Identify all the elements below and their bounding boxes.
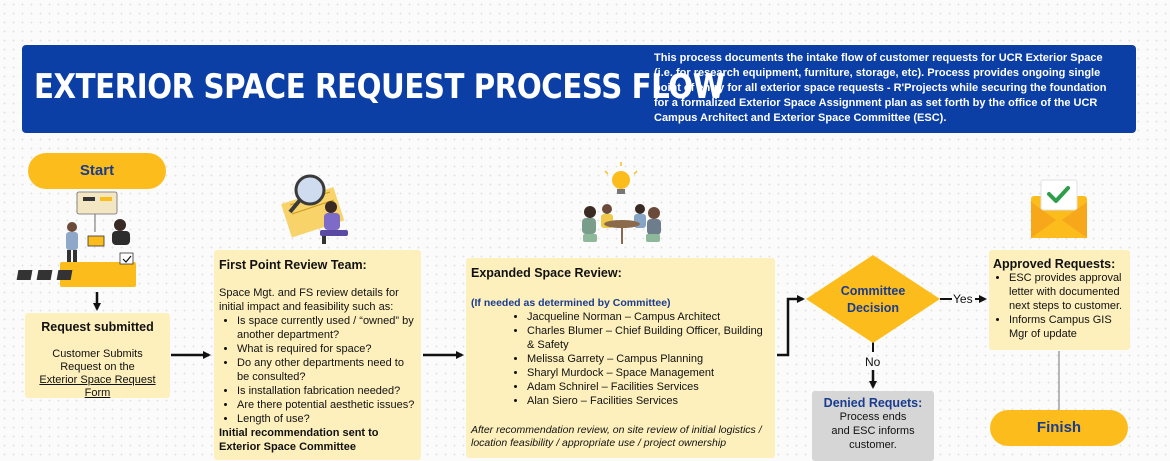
denied-line-2: and ESC informs (831, 425, 915, 437)
first-point-review-box: First Point Review Team: Space Mgt. and … (214, 250, 421, 460)
decision-line-1: Committee (840, 284, 906, 298)
denied-line-3: customer. (849, 439, 897, 451)
approval-envelope-icon (1031, 179, 1087, 238)
decision-label: Committee Decision (820, 283, 926, 317)
list-item: Alan Siero – Facilities Services (527, 394, 770, 408)
decision-line-2: Decision (846, 301, 900, 315)
start-label: Start (79, 162, 115, 179)
approved-title: Approved Requests: (993, 257, 1116, 271)
list-item: Adam Schnirel – Facilities Services (527, 380, 770, 394)
approved-requests-box: Approved Requests: ESC provides approval… (989, 250, 1130, 350)
request-line-1: Customer Submits (52, 348, 143, 360)
finish-label: Finish (1036, 419, 1082, 436)
flow-connectors (16, 162, 1087, 410)
first-point-list: Is space currently used / “owned” by ano… (219, 314, 416, 426)
list-item: Are there potential aesthetic issues? (237, 398, 416, 412)
request-submitted-box: Request submitted Customer Submits Reque… (25, 313, 170, 399)
request-illustration-icon (16, 191, 136, 287)
review-magnifier-icon (281, 174, 348, 244)
no-label: No (865, 355, 881, 369)
list-item: Jacqueline Norman – Campus Architect (527, 310, 770, 324)
list-item: Is installation fabrication needed? (237, 384, 416, 398)
first-point-intro: Space Mgt. and FS review details for ini… (219, 287, 399, 313)
header-description: This process documents the intake flow o… (654, 52, 1107, 124)
expanded-after-note: After recommendation review, on site rev… (471, 424, 762, 449)
list-item: Informs Campus GIS Mgr of update (1009, 313, 1126, 341)
denied-requests-box: Denied Requets: Process ends and ESC inf… (812, 391, 934, 461)
list-item: Length of use? (237, 412, 416, 426)
header-banner: EXTERIOR SPACE REQUEST PROCESS FLOW This… (22, 45, 1136, 133)
list-item: Is space currently used / “owned” by ano… (237, 314, 416, 342)
list-item: Charles Blumer – Chief Building Officer,… (527, 324, 770, 352)
list-item: Do any other departments need to be cons… (237, 356, 416, 384)
denied-title: Denied Requets: (823, 396, 923, 410)
expanded-subtitle: (If needed as determined by Committee) (471, 297, 671, 309)
expanded-title: Expanded Space Review: (471, 266, 622, 280)
request-form-link[interactable]: Exterior Space Request Form (39, 374, 156, 399)
start-node: Start (28, 153, 166, 189)
request-title: Request submitted (41, 320, 154, 334)
request-line-2: Request on the (60, 361, 135, 373)
list-item: What is required for space? (237, 342, 416, 356)
yes-label: Yes (953, 292, 973, 306)
decision-diamond (806, 255, 940, 343)
committee-member-list: Jacqueline Norman – Campus Architect Cha… (471, 310, 770, 408)
approved-list: ESC provides approval letter with docume… (993, 271, 1126, 341)
denied-line-1: Process ends (839, 411, 907, 423)
arrow-expanded-to-decision (777, 295, 805, 357)
list-item: Melissa Garrety – Campus Planning (527, 352, 770, 366)
list-item: Sharyl Murdock – Space Management (527, 366, 770, 380)
finish-node: Finish (990, 410, 1128, 446)
expanded-space-review-box: Expanded Space Review: (If needed as det… (466, 258, 775, 458)
list-item: ESC provides approval letter with docume… (1009, 271, 1126, 313)
first-point-title: First Point Review Team: (219, 258, 367, 272)
meeting-lightbulb-icon (582, 162, 661, 244)
